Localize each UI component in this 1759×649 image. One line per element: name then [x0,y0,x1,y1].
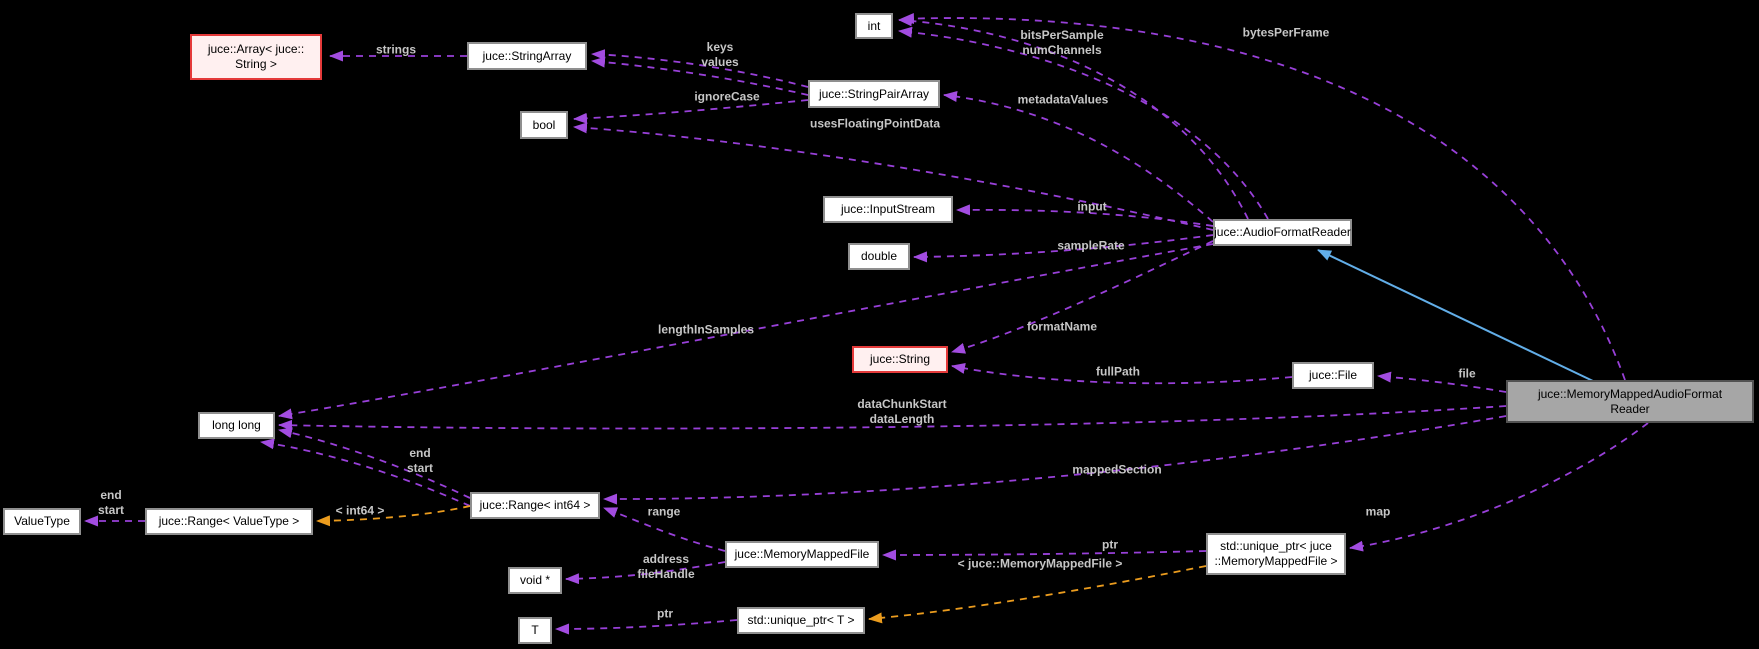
edge-values [591,56,809,96]
node-juce-string[interactable]: juce::String [852,346,948,373]
edge-label-file: file [1458,366,1476,381]
edge-samplerate [913,234,1214,263]
edge-label-int64-template: < int64 > [335,503,385,518]
edge-end-int64 [278,427,471,499]
node-juce-input-stream[interactable]: juce::InputStream [823,196,953,223]
edge-keys [591,49,809,88]
edge-map [1349,422,1649,552]
edge-ptr-t [555,619,738,635]
edge-label-mmf-template: < juce::MemoryMappedFile > [957,556,1123,571]
node-juce-file[interactable]: juce::File [1292,362,1374,389]
edge-label-format-name: formatName [1026,319,1098,334]
edge-label-ptr-mmf: ptr [1102,537,1118,552]
edge-label-end-start-valuetype: end start [97,488,125,517]
edge-fullpath [951,363,1293,385]
node-void-ptr[interactable]: void * [508,567,562,594]
edge-label-map: map [1365,504,1391,519]
node-juce-range-int64[interactable]: juce::Range< int64 > [470,492,600,519]
edge-datachunk [278,405,1507,431]
node-bool[interactable]: bool [520,111,568,139]
edge-usesfloatingpointdata [573,122,1214,231]
edge-template-uniqueptr [868,565,1207,624]
edge-bitspersample [898,15,1249,220]
edge-label-length-in-samples: lengthInSamples [657,322,755,337]
edge-lengthinsamples [278,243,1214,420]
edge-ignorecase [573,99,809,124]
edge-template-int64 [316,505,471,527]
edge-address-filehandle [565,561,726,585]
node-memory-mapped-audio-format-reader[interactable]: juce::MemoryMappedAudioFormat Reader [1506,380,1754,423]
edge-file [1377,371,1507,393]
edge-label-ignore-case: ignoreCase [694,89,760,104]
node-value-type[interactable]: ValueType [3,508,81,535]
edge-label-end-start-int64: end start [406,446,434,475]
edge-inheritance [1317,249,1594,382]
node-juce-string-pair-array[interactable]: juce::StringPairArray [808,80,940,108]
node-t[interactable]: T [518,617,552,644]
edge-numchannels [898,26,1269,220]
edge-label-sample-rate: sampleRate [1057,238,1125,253]
edge-formatname [951,240,1214,354]
edge-label-mapped-section: mappedSection [1072,462,1162,477]
node-long-long[interactable]: long long [198,412,275,439]
edge-label-bytes-per-frame: bytesPerFrame [1242,25,1330,40]
edge-label-keys-values: keys values [701,40,739,69]
edge-label-full-path: fullPath [1096,364,1140,379]
edge-label-input: input [1077,199,1107,214]
node-double[interactable]: double [848,243,910,270]
edge-label-uses-floating-point-data: usesFloatingPointData [809,116,941,131]
node-juce-audio-format-reader[interactable]: juce::AudioFormatReader [1213,219,1352,246]
node-std-unique-ptr-t[interactable]: std::unique_ptr< T > [737,607,865,634]
edge-label-metadata-values: metadataValues [1017,92,1109,107]
edge-ptr-mmf [882,549,1207,561]
edge-label-data-chunk-start-data-length: dataChunkStart dataLength [857,397,947,426]
edge-label-bits-per-sample-num-channels: bitsPerSample numChannels [1020,28,1104,57]
node-juce-string-array[interactable]: juce::StringArray [467,42,587,70]
edge-label-range: range [647,504,681,519]
node-juce-memory-mapped-file[interactable]: juce::MemoryMappedFile [725,541,879,568]
node-int[interactable]: int [855,13,893,39]
edge-label-ptr-t: ptr [657,606,673,621]
edge-start-int64 [260,438,471,507]
node-std-unique-ptr-mmf[interactable]: std::unique_ptr< juce ::MemoryMappedFile… [1206,533,1346,575]
edge-label-strings: strings [375,42,417,57]
node-juce-range-value-type[interactable]: juce::Range< ValueType > [145,508,313,535]
edge-label-address-file-handle: address fileHandle [637,552,695,581]
node-juce-array-string[interactable]: juce::Array< juce:: String > [190,34,322,80]
edge-input [956,204,1214,227]
edge-range [603,507,726,552]
edge-bytesperframe [900,13,1626,381]
